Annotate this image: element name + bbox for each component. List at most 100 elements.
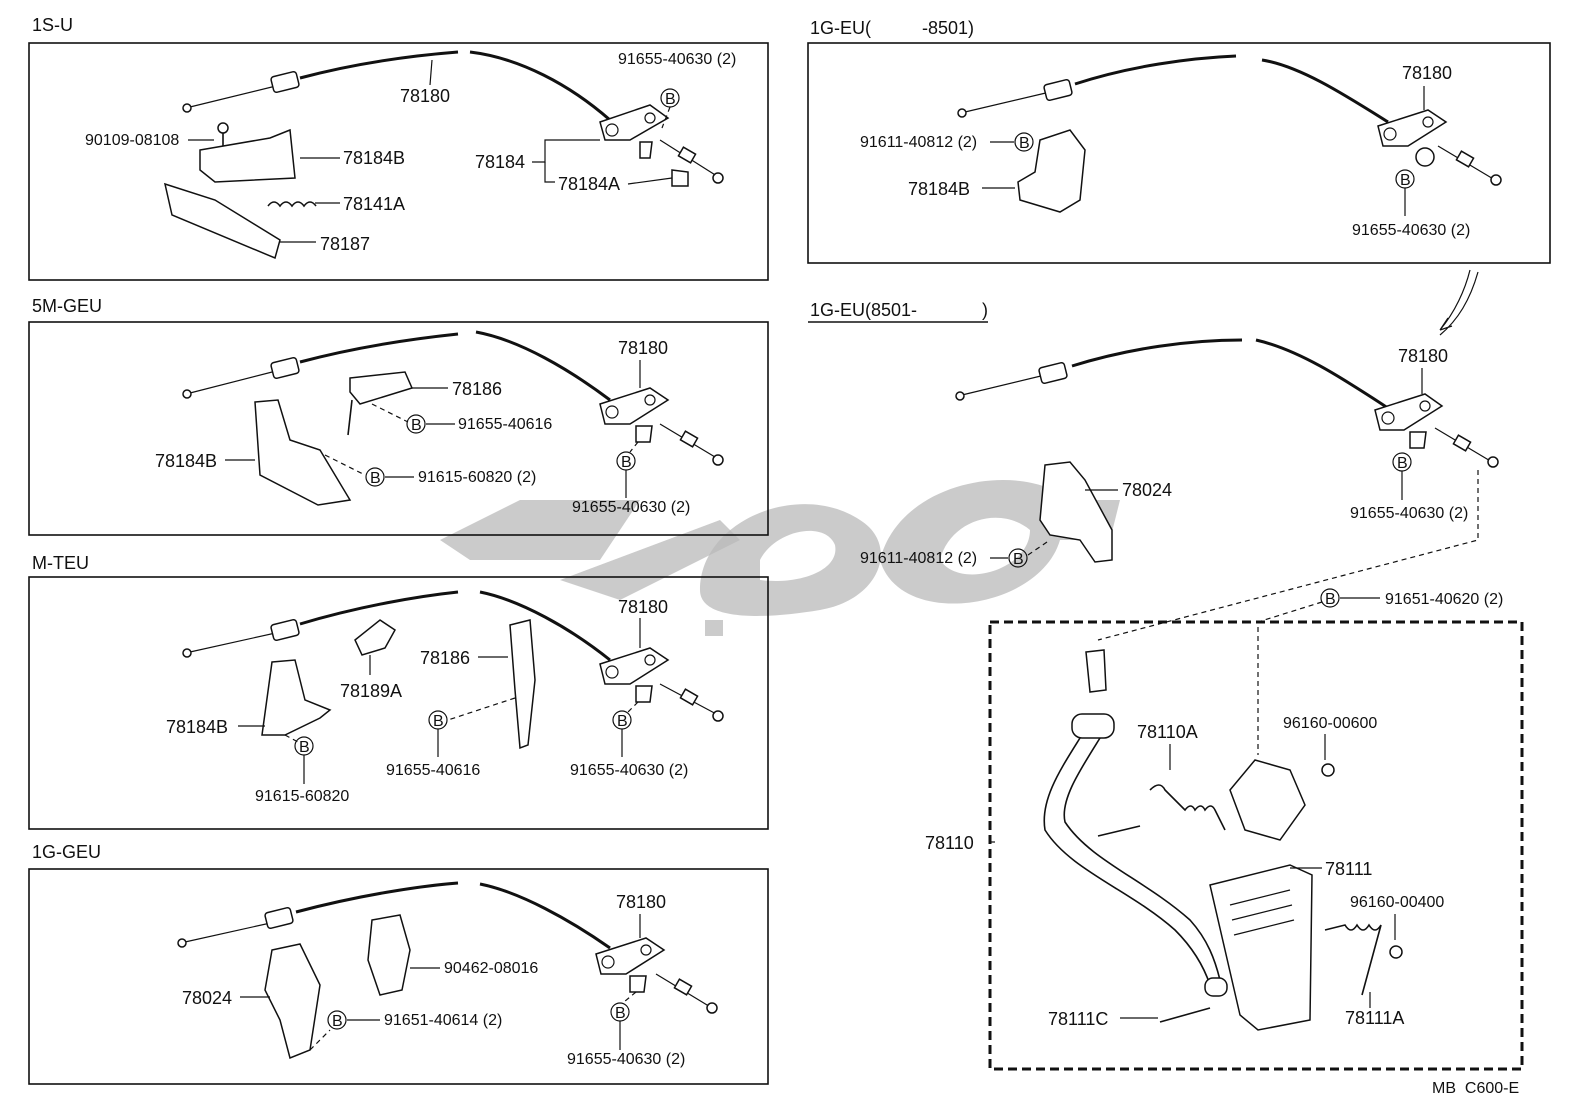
pin-illustration [1159,1007,1211,1023]
bracket-illustration [264,943,321,1060]
label-clip-2: 91615-60820 (2) [418,469,536,486]
circle-b-icon: B [1014,132,1034,152]
bracket-illustration [1017,129,1086,213]
label-pin: 78111C [1048,1009,1108,1029]
label-cable: 78180 [618,597,668,617]
diagram-code: MB C600-E [1432,1080,1519,1097]
holder-illustration [509,619,536,750]
pedal-pad-illustration [1209,864,1313,1031]
label-clip-1: 91611-40812 (2) [860,550,977,567]
bracket-illustration [1039,461,1113,563]
circle-b-icon: B [1392,452,1412,472]
label-clip-1: 91651-40614 (2) [384,1012,502,1029]
holder-illustration [349,371,414,405]
label-holder: 78186 [452,379,502,399]
label-cable: 78180 [400,86,450,106]
label-clip-1: 91615-60820 [255,788,349,805]
label-clip-3: 91655-40630 (2) [570,762,688,779]
svg-text:B: B [1400,172,1411,189]
label-cable: 78180 [616,892,666,912]
label-clip-1: 91611-40812 (2) [860,134,977,151]
section-title: 1S-U [32,15,73,35]
label-clip: 91651-40620 (2) [1385,591,1503,608]
plate-illustration [163,182,281,260]
section-5m-geu: 5M-GEU 78180 78186 B 91655-40616 [28,296,769,536]
section-1s-u: 1S-U 78180 91655-40630 (2) B 90109-08108 [28,15,769,281]
label-washer-2: 96160-00400 [1350,894,1444,911]
section-title-right: ) [982,300,988,320]
circle-b-icon: B [1320,588,1340,608]
label-support: 78189A [340,681,402,701]
section-1g-eu-late: 1G-EU(8501- ) 78180 78024 91611-40812 (2… [808,300,1499,641]
svg-text:B: B [1013,551,1024,568]
svg-text:B: B [621,454,632,471]
section-title-right: -8501) [922,18,974,38]
svg-text:B: B [617,713,628,730]
section-frame [28,321,769,536]
svg-text:B: B [299,739,310,756]
throttle-cable-illustration [955,338,1499,468]
section-title: 1G-GEU [32,842,101,862]
spring-illustration [267,201,317,208]
spring-2-illustration [1324,923,1382,996]
label-pedal-assy: 78110 [925,833,974,853]
washer-illustration [1321,763,1335,777]
label-cable: 78180 [1402,63,1452,83]
pedal-arm-illustration [1043,649,1228,997]
bracket-illustration [199,128,296,183]
section-frame [28,868,769,1085]
section-frame [28,576,769,830]
circle-b-icon: B [428,710,448,730]
label-clip-2: 91655-40630 (2) [1350,505,1468,522]
label-bolt: 90109-08108 [85,132,179,149]
svg-text:B: B [370,470,381,487]
support-illustration [354,619,396,656]
label-washer-1: 96160-00600 [1283,715,1377,732]
label-clip-2: 91655-40616 [386,762,480,779]
spring-illustration [1149,784,1226,831]
pedal-assembly: B 91651-40620 (2) 78110 78110A 96160-006… [925,588,1524,1071]
label-pad: 78111 [1325,859,1372,879]
label-bracket: 78184B [166,717,228,737]
label-bracket: 78184B [343,148,405,168]
svg-text:B: B [665,91,676,108]
throttle-cable-illustration [182,50,724,184]
section-m-teu: M-TEU 78180 78189A 78186 B 91655-406 [28,553,769,830]
label-clip-3: 91655-40630 (2) [572,499,690,516]
svg-text:B: B [433,713,444,730]
circle-b-icon: B [327,1010,347,1030]
section-frame [28,42,769,281]
svg-text:B: B [332,1013,343,1030]
svg-text:B: B [411,417,422,434]
label-clamp-group: 78184 [475,152,525,172]
section-title: M-TEU [32,553,89,573]
label-clip-1: 91655-40616 [458,416,552,433]
section-1g-eu-early: 1G-EU( -8501) 78180 91611-40812 (2) B 78… [807,18,1551,264]
label-clip: 91655-40630 (2) [618,51,736,68]
circle-b-icon: B [294,736,314,756]
bracket-illustration [254,399,352,506]
mount-plate-illustration [1229,759,1306,841]
label-bracket: 78024 [182,988,232,1008]
arrow-icon [1439,269,1479,336]
circle-b-icon: B [660,88,680,108]
section-title-left: 1G-EU( [810,18,871,38]
circle-b-icon: B [612,710,632,730]
label-cable: 78180 [618,338,668,358]
assembly-frame [988,620,1524,1071]
throttle-cable-illustration [182,330,724,466]
label-spring-2: 78111A [1345,1008,1404,1028]
svg-text:B: B [1019,135,1030,152]
svg-text:B: B [615,1005,626,1022]
label-spring: 78110A [1137,722,1198,742]
circle-b-icon: B [1395,169,1415,189]
throttle-cable-illustration [177,881,718,1014]
circle-b-icon: B [616,451,636,471]
label-plate: 78187 [320,234,370,254]
label-clamp: 90462-08016 [444,960,538,977]
svg-text:B: B [1397,455,1408,472]
clamp-illustration [367,914,411,996]
clamp-pin-illustration [671,169,689,187]
throttle-cable-illustration [182,590,724,722]
